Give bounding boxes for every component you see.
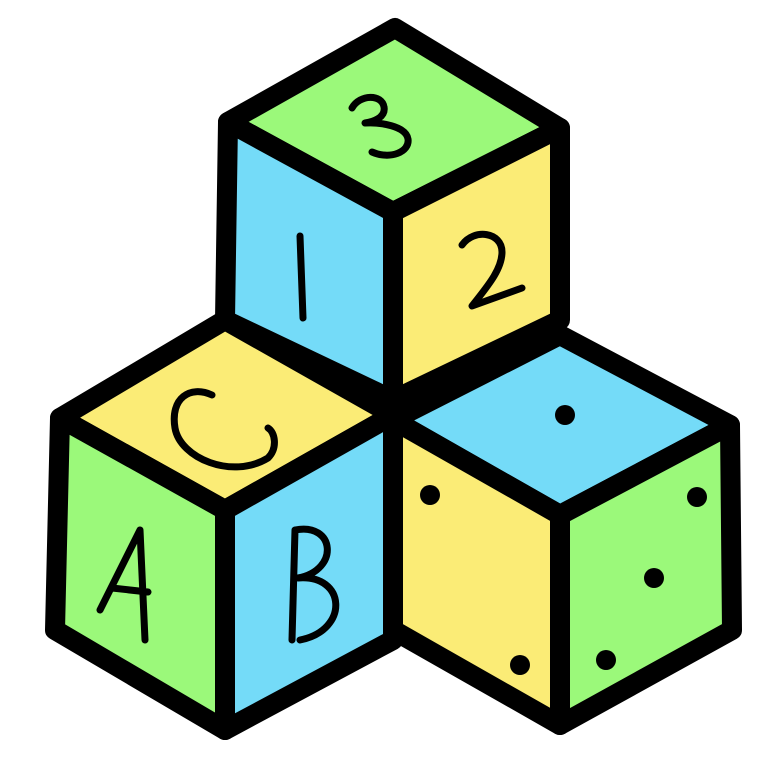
left-cube-letter-c xyxy=(170,388,278,471)
right-cube-top-pips xyxy=(555,405,575,425)
top-cube-number-2 xyxy=(458,230,526,310)
right-cube-left-pips xyxy=(420,485,530,675)
dice-pip xyxy=(555,405,575,425)
dice-pip xyxy=(596,650,616,670)
top-cube-number-3 xyxy=(348,93,412,159)
dice-pip xyxy=(420,485,440,505)
dice-pip xyxy=(687,487,707,507)
top-cube-number-1 xyxy=(296,232,307,322)
dice-pip xyxy=(644,568,664,588)
right-cube-right-pips xyxy=(596,487,707,670)
left-cube: C A B xyxy=(45,310,403,740)
top-cube: 3 1 2 xyxy=(215,18,570,410)
left-cube-letter-b xyxy=(288,525,340,644)
left-cube-letter-a xyxy=(96,526,152,644)
top-cube-right-face xyxy=(383,118,570,410)
dice-pip xyxy=(510,655,530,675)
right-cube xyxy=(383,325,742,735)
